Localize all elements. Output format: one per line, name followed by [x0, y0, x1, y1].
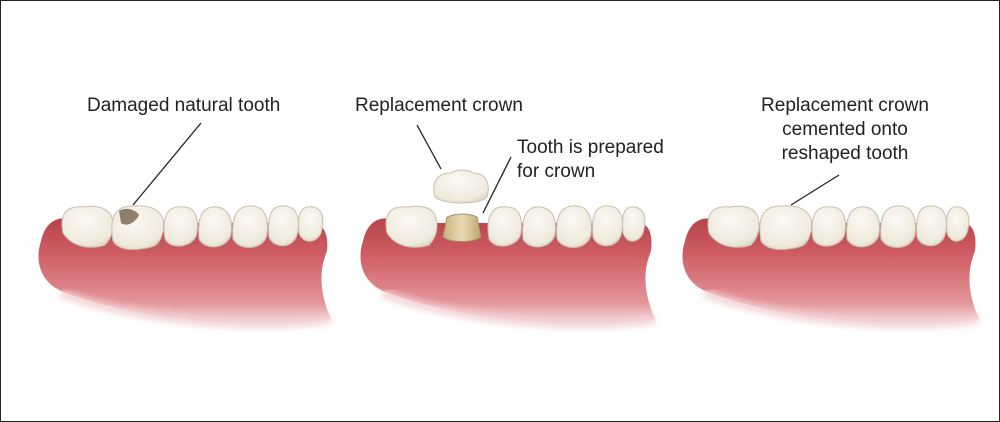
replacement-crown: [433, 169, 489, 204]
panel-damaged-tooth: [38, 122, 332, 329]
panel-prepared-tooth: [360, 124, 656, 329]
label-tooth-prepared-line1: Tooth is prepared: [517, 137, 664, 158]
label-cemented-line1: Replacement crown: [761, 95, 929, 116]
label-damaged-tooth: Damaged natural tooth: [87, 95, 281, 116]
leader-line-cemented: [790, 174, 840, 206]
label-replacement-crown: Replacement crown: [355, 95, 523, 116]
prepared-tooth: [442, 213, 482, 242]
tooth-damage-mark: [119, 208, 139, 225]
teeth-row-2: [385, 205, 646, 248]
cemented-crown: [759, 205, 812, 250]
teeth-row-1: [61, 205, 324, 250]
leader-line-prepared: [482, 156, 512, 214]
panel-cemented-crown: [682, 174, 980, 329]
leader-line-crown: [416, 124, 442, 170]
leader-line-damaged: [132, 122, 202, 206]
label-cemented-line2: cemented onto: [782, 119, 908, 140]
label-tooth-prepared-line2: for crown: [517, 161, 596, 182]
teeth-row-3: [707, 205, 970, 250]
label-cemented-line3: reshaped tooth: [781, 143, 909, 164]
